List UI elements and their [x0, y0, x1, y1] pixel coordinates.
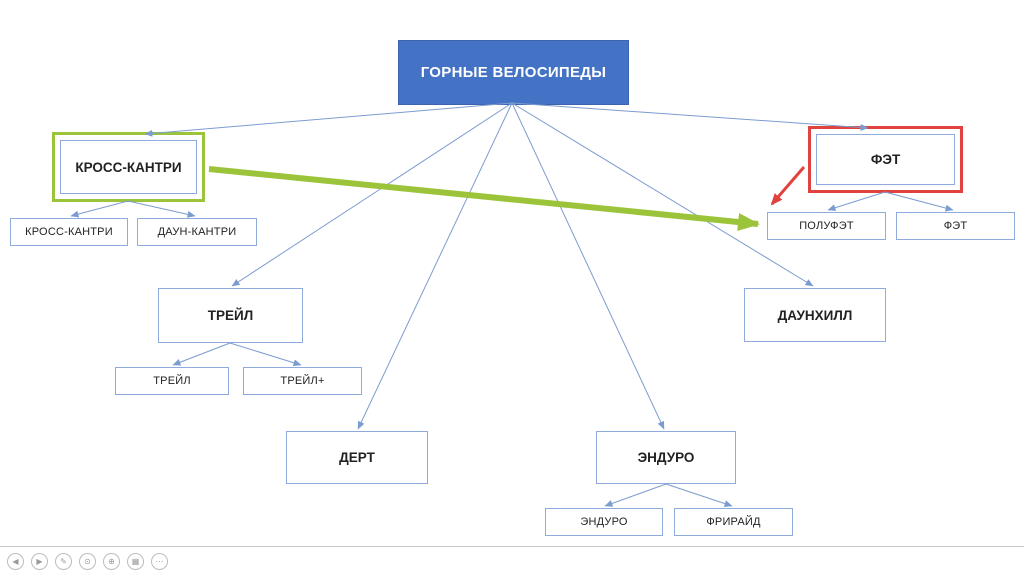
node-trail-plus-label: ТРЕЙЛ+	[280, 375, 325, 387]
node-trail-child-label: ТРЕЙЛ	[153, 375, 191, 387]
next-slide-icon[interactable]: ▶	[31, 553, 48, 570]
zoom-glyph: ⊕	[108, 556, 115, 566]
all-slides-glyph: ▦	[131, 556, 140, 566]
node-dirt-label: ДЕРТ	[339, 450, 375, 465]
node-freeride: ФРИРАЙД	[674, 508, 793, 536]
node-fat-child-label: ФЭТ	[943, 220, 968, 232]
node-trail-plus: ТРЕЙЛ+	[243, 367, 362, 395]
more-options-glyph: ⋯	[155, 556, 164, 566]
node-root: ГОРНЫЕ ВЕЛОСИПЕДЫ	[398, 40, 629, 105]
previous-slide-glyph: ◀	[12, 556, 19, 566]
presentation-controls: ◀ ▶ ✎ ⊙ ⊕ ▦ ⋯	[7, 553, 168, 570]
node-cross-country-child: КРОСС-КАНТРИ	[10, 218, 128, 246]
pen-glyph: ✎	[60, 556, 67, 566]
green-annotation-arrow	[208, 166, 760, 231]
node-cross-country: КРОСС-КАНТРИ	[60, 140, 197, 194]
connector-crosscountry-to-right	[127, 200, 196, 218]
connector-fat-to-right	[884, 191, 954, 212]
node-enduro-child-label: ЭНДУРО	[580, 516, 628, 528]
node-fat-label: ФЭТ	[870, 152, 901, 167]
node-freeride-label: ФРИРАЙД	[706, 516, 761, 528]
node-fat-highlight: ФЭТ	[808, 126, 963, 193]
connector-root-to-cross-country	[144, 102, 513, 137]
node-fat-child: ФЭТ	[896, 212, 1015, 240]
node-trail-label: ТРЕЙЛ	[207, 308, 254, 323]
connector-trail-to-right	[229, 342, 302, 367]
connector-trail-to-left	[172, 342, 231, 366]
previous-slide-icon[interactable]: ◀	[7, 553, 24, 570]
node-enduro-child: ЭНДУРО	[545, 508, 663, 536]
connector-fat-to-left	[827, 191, 886, 212]
node-cross-country-label: КРОСС-КАНТРИ	[75, 159, 182, 175]
connector-crosscountry-to-left	[70, 200, 129, 218]
slide-bottom-divider	[0, 546, 1024, 547]
laser-pointer-icon[interactable]: ⊙	[79, 553, 96, 570]
red-annotation-arrow	[770, 166, 806, 206]
node-dirt: ДЕРТ	[286, 431, 428, 484]
connector-enduro-to-right	[665, 483, 733, 507]
laser-pointer-glyph: ⊙	[84, 556, 91, 566]
connector-root-to-downhill	[511, 102, 814, 287]
next-slide-glyph: ▶	[36, 556, 43, 566]
connector-enduro-to-left	[604, 483, 667, 507]
node-down-country: ДАУН-КАНТРИ	[137, 218, 257, 246]
node-root-label: ГОРНЫЕ ВЕЛОСИПЕДЫ	[420, 64, 607, 81]
connector-root-to-trail	[231, 102, 513, 287]
connector-root-to-enduro	[511, 102, 665, 430]
all-slides-icon[interactable]: ▦	[127, 553, 144, 570]
more-options-icon[interactable]: ⋯	[151, 553, 168, 570]
node-semifat-label: ПОЛУФЭТ	[799, 220, 854, 232]
node-trail-child: ТРЕЙЛ	[115, 367, 229, 395]
node-enduro: ЭНДУРО	[596, 431, 736, 484]
node-semifat: ПОЛУФЭТ	[767, 212, 886, 240]
connector-root-to-dirt	[357, 102, 513, 430]
pen-icon[interactable]: ✎	[55, 553, 72, 570]
node-trail: ТРЕЙЛ	[158, 288, 303, 343]
node-downhill: ДАУНХИЛЛ	[744, 288, 886, 342]
node-downhill-label: ДАУНХИЛЛ	[777, 307, 853, 323]
node-cross-country-highlight: КРОСС-КАНТРИ	[52, 132, 205, 202]
connector-root-to-fat	[511, 102, 869, 131]
node-fat: ФЭТ	[816, 134, 955, 185]
node-down-country-label: ДАУН-КАНТРИ	[157, 226, 237, 238]
zoom-icon[interactable]: ⊕	[103, 553, 120, 570]
node-cross-country-child-label: КРОСС-КАНТРИ	[25, 226, 113, 238]
node-enduro-label: ЭНДУРО	[637, 450, 695, 465]
